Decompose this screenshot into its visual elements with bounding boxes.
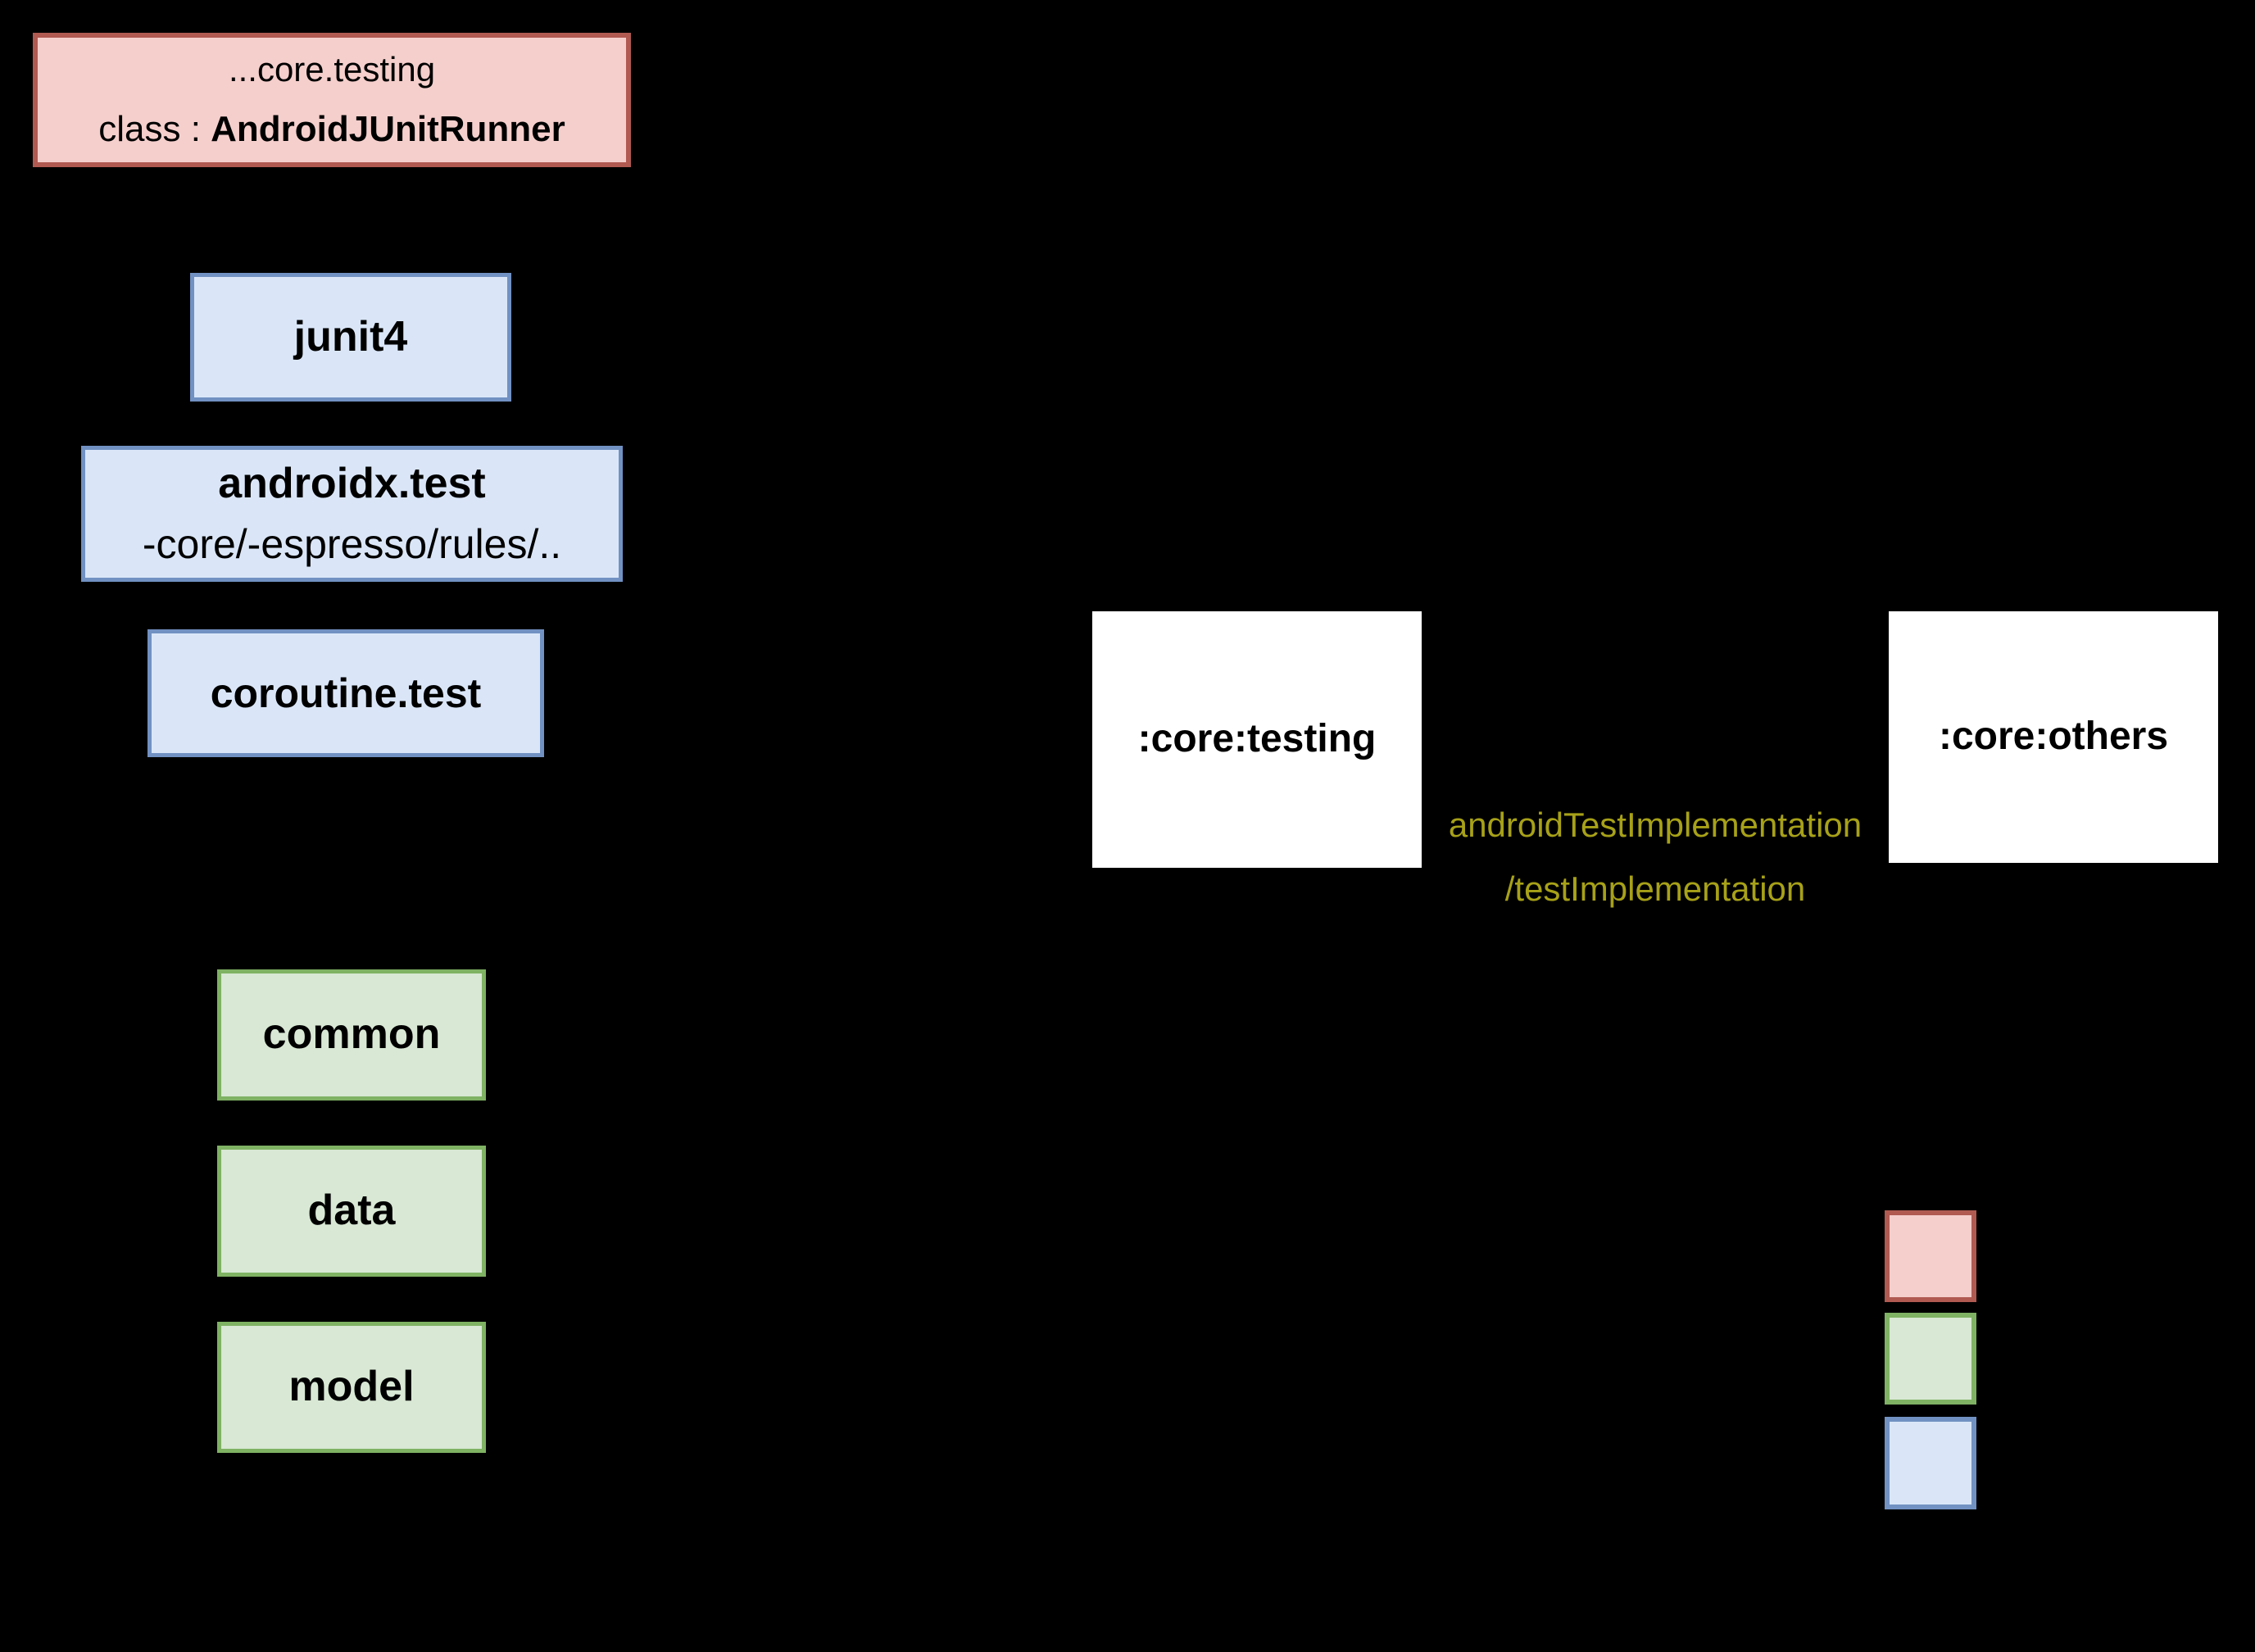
runner-class-prefix: class : — [98, 108, 211, 149]
data-module-node: data — [217, 1146, 486, 1277]
runner-class-name: AndroidJUnitRunner — [211, 108, 565, 149]
legend-pink-swatch — [1885, 1210, 1976, 1302]
core-others-label: :core:others — [1938, 715, 2169, 759]
core-testing-runner-node: ...core.testing class : AndroidJUnitRunn… — [33, 33, 631, 167]
coroutine-test-node: coroutine.test — [147, 629, 544, 757]
junit4-label: junit4 — [293, 312, 408, 361]
androidx-test-node: androidx.test -core/-espresso/rules/.. — [81, 446, 623, 582]
model-label: model — [288, 1363, 415, 1411]
legend-green-swatch — [1885, 1313, 1976, 1405]
junit4-node: junit4 — [190, 273, 511, 402]
runner-package-label: ...core.testing — [228, 50, 436, 89]
android-test-implementation-label: androidTestImplementation — [1448, 806, 1863, 844]
data-label: data — [307, 1187, 396, 1235]
dependency-configuration-label: androidTestImplementation /testImplement… — [1422, 793, 1889, 921]
core-others-module-node: :core:others — [1889, 611, 2218, 863]
core-testing-module-node: :core:testing — [1092, 611, 1422, 868]
coroutine-test-label: coroutine.test — [210, 669, 482, 716]
model-module-node: model — [217, 1322, 486, 1453]
androidx-test-label: androidx.test — [218, 459, 486, 507]
runner-class-label: class : AndroidJUnitRunner — [98, 106, 565, 152]
common-module-node: common — [217, 969, 486, 1101]
core-testing-label: :core:testing — [1137, 717, 1377, 761]
common-label: common — [262, 1010, 441, 1059]
test-implementation-label: /testImplementation — [1504, 869, 1806, 908]
androidx-test-artifacts-label: -core/-espresso/rules/.. — [142, 521, 562, 568]
legend-blue-swatch — [1885, 1417, 1976, 1509]
